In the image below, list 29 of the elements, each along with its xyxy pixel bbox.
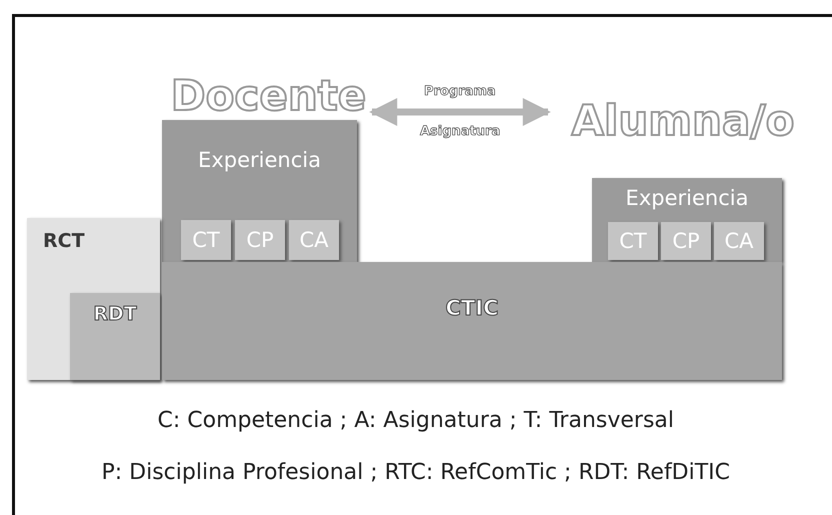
arrow-caption: Asignatura [420,124,500,139]
block-label: CA [724,229,754,253]
double-arrow [369,98,551,126]
block-label: Experiencia [626,186,748,210]
experience-block [592,178,782,262]
ctic-block [162,262,782,380]
block-label: Experiencia [198,148,321,172]
reference-block [70,293,160,380]
competence-cell [181,220,231,260]
legend-text: P: Disciplina Profesional ; RTC: RefComTic ; RDT: RefDiTIC [102,460,730,485]
block-label: CTIC [446,296,498,320]
block-label: CT [619,229,647,253]
competence-cell [608,222,658,260]
block-label: CP [672,229,700,253]
outlined-title: Alumna/o [571,96,794,144]
block-label: RCT [43,230,85,252]
outlined-title: Docente [170,70,366,120]
experience-block [162,120,357,262]
block-label: CT [192,228,220,252]
competence-cell [714,222,764,260]
block-label: CA [299,228,329,252]
legend-text: C: Competencia ; A: Asignatura ; T: Transversal [158,408,674,433]
competence-cell [235,220,285,260]
block-label: CP [246,228,274,252]
competence-cell [661,222,711,260]
competence-cell [289,220,339,260]
reference-block [27,218,160,380]
block-label: RDT [93,303,137,325]
arrow-caption: Programa [424,84,496,99]
